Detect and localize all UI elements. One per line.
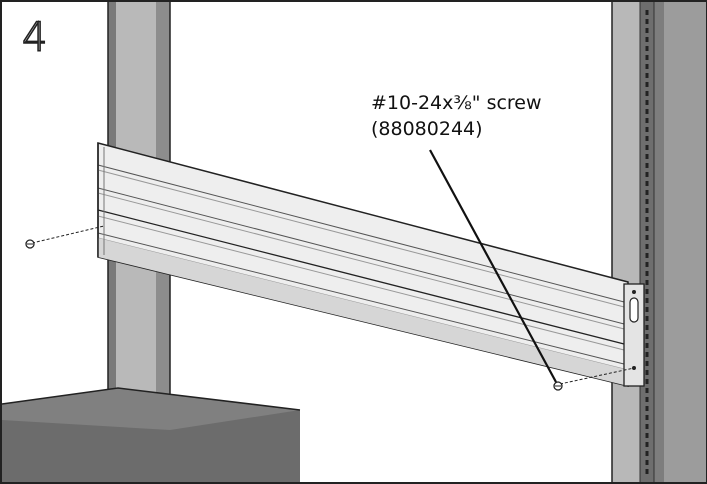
step-number: 4 — [21, 15, 48, 61]
callout-part-number: (88080244) — [371, 118, 483, 140]
lower-shelf — [1, 387, 301, 482]
callout-leader-line — [429, 149, 557, 383]
right-bracket — [623, 283, 645, 387]
left-screw — [25, 225, 105, 249]
right-upright-post — [611, 2, 706, 482]
callout-part-description: #10-24x⅜" screw — [371, 92, 542, 114]
right-screw — [553, 367, 635, 391]
slatwall-panel — [97, 142, 629, 387]
screw-callout: #10-24x⅜" screw (88080244) — [371, 90, 542, 142]
